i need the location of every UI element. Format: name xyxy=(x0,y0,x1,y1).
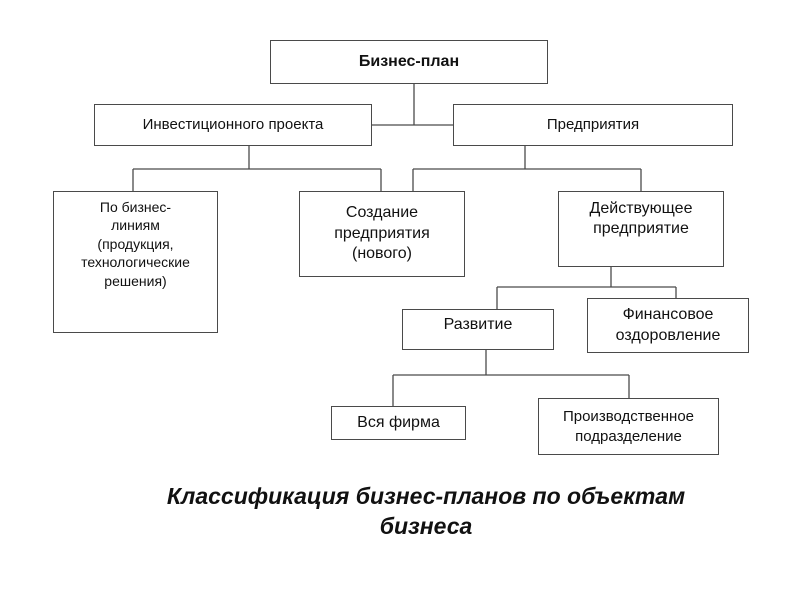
node-new-enterprise-line: Создание xyxy=(345,204,419,222)
node-investment-project-label: Инвестиционного проекта xyxy=(142,116,324,134)
node-development-label: Развитие xyxy=(443,316,513,333)
node-enterprise: Предприятия xyxy=(453,104,733,146)
node-existing-enterprise-line: Действующее xyxy=(589,200,693,217)
node-development: Развитие xyxy=(402,309,554,350)
node-financial-recovery-line: оздоровление xyxy=(615,326,721,344)
node-new-enterprise-line: предприятия xyxy=(334,224,430,242)
node-financial-recovery: Финансовое оздоровление xyxy=(587,298,749,353)
node-production-unit-line: Производственное xyxy=(562,408,695,426)
node-business-lines-line: линиям xyxy=(111,217,160,234)
node-business-plan: Бизнес-план xyxy=(270,40,548,84)
node-investment-project: Инвестиционного проекта xyxy=(94,104,372,146)
node-production-unit-line: подразделение xyxy=(575,427,682,445)
node-whole-firm: Вся фирма xyxy=(331,406,466,440)
node-new-enterprise-line: (нового) xyxy=(351,245,412,263)
node-business-lines-line: технологические xyxy=(81,254,190,271)
node-financial-recovery-line: Финансовое xyxy=(622,306,714,324)
node-whole-firm-label: Вся фирма xyxy=(357,413,440,431)
node-production-unit: Производственное подразделение xyxy=(538,398,719,455)
diagram-caption-line: бизнеса xyxy=(379,512,473,539)
node-existing-enterprise-line: предприятие xyxy=(593,220,689,238)
node-business-lines-line: решения) xyxy=(104,272,167,289)
node-new-enterprise: Создание предприятия (нового) xyxy=(299,191,465,277)
node-business-plan-label: Бизнес-план xyxy=(358,52,460,70)
diagram-caption-line: Классификация бизнес-планов по объектам xyxy=(166,483,686,509)
node-business-lines-line: (продукция, xyxy=(97,235,174,252)
node-business-lines: По бизнес- линиям (продукция, технологич… xyxy=(53,191,218,333)
node-existing-enterprise: Действующее предприятие xyxy=(558,191,724,267)
node-business-lines-line: По бизнес- xyxy=(99,199,172,215)
node-enterprise-label: Предприятия xyxy=(546,116,640,134)
diagram-caption: Классификация бизнес-планов по объектам … xyxy=(80,482,772,542)
